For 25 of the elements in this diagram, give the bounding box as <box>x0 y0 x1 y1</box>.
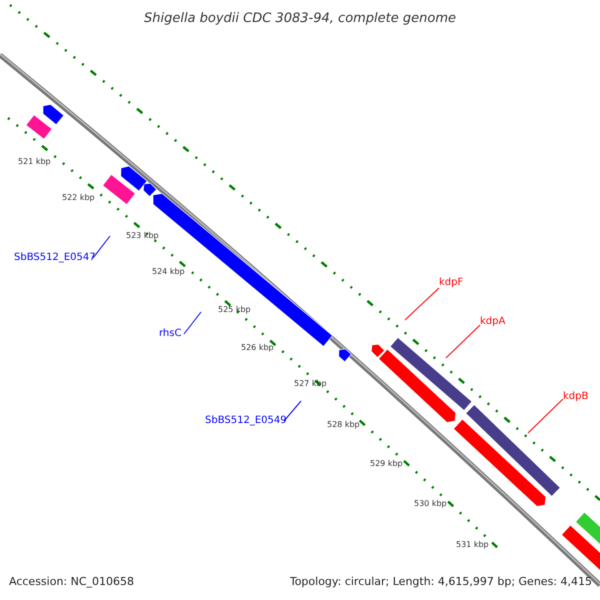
leader-line <box>528 398 564 434</box>
gene-label: SbBS512_E0549 <box>205 414 287 428</box>
leader-line <box>284 400 302 422</box>
position-label: 521 kbp <box>18 157 51 167</box>
position-label: 523 kbp <box>126 231 159 241</box>
position-label: 525 kbp <box>218 305 251 315</box>
accession-note: Accession: NC_010658 <box>9 574 134 590</box>
leader-line <box>92 236 110 258</box>
position-label: 526 kbp <box>241 343 274 353</box>
position-label: 529 kbp <box>370 459 403 469</box>
position-label: 522 kbp <box>62 193 95 203</box>
gene-label: kdpF <box>439 276 464 290</box>
genome-info-note: Topology: circular; Length: 4,615,997 bp; Genes: 4,415 <box>290 574 592 590</box>
position-label: 524 kbp <box>152 267 185 277</box>
position-label: 531 kbp <box>456 540 489 550</box>
map-title: Shigella boydii CDC 3083-94, complete genome <box>142 10 458 28</box>
gene-label: kdpB <box>563 390 588 404</box>
position-label: 530 kbp <box>414 499 447 509</box>
gene-label: rhsC <box>159 327 182 341</box>
leader-line <box>404 288 440 320</box>
leader-line <box>184 312 202 334</box>
position-label: 528 kbp <box>327 420 360 430</box>
leader-line <box>446 324 480 358</box>
gene-label: SbBS512_E0547 <box>14 251 96 265</box>
gene-label: kdpA <box>480 315 506 329</box>
